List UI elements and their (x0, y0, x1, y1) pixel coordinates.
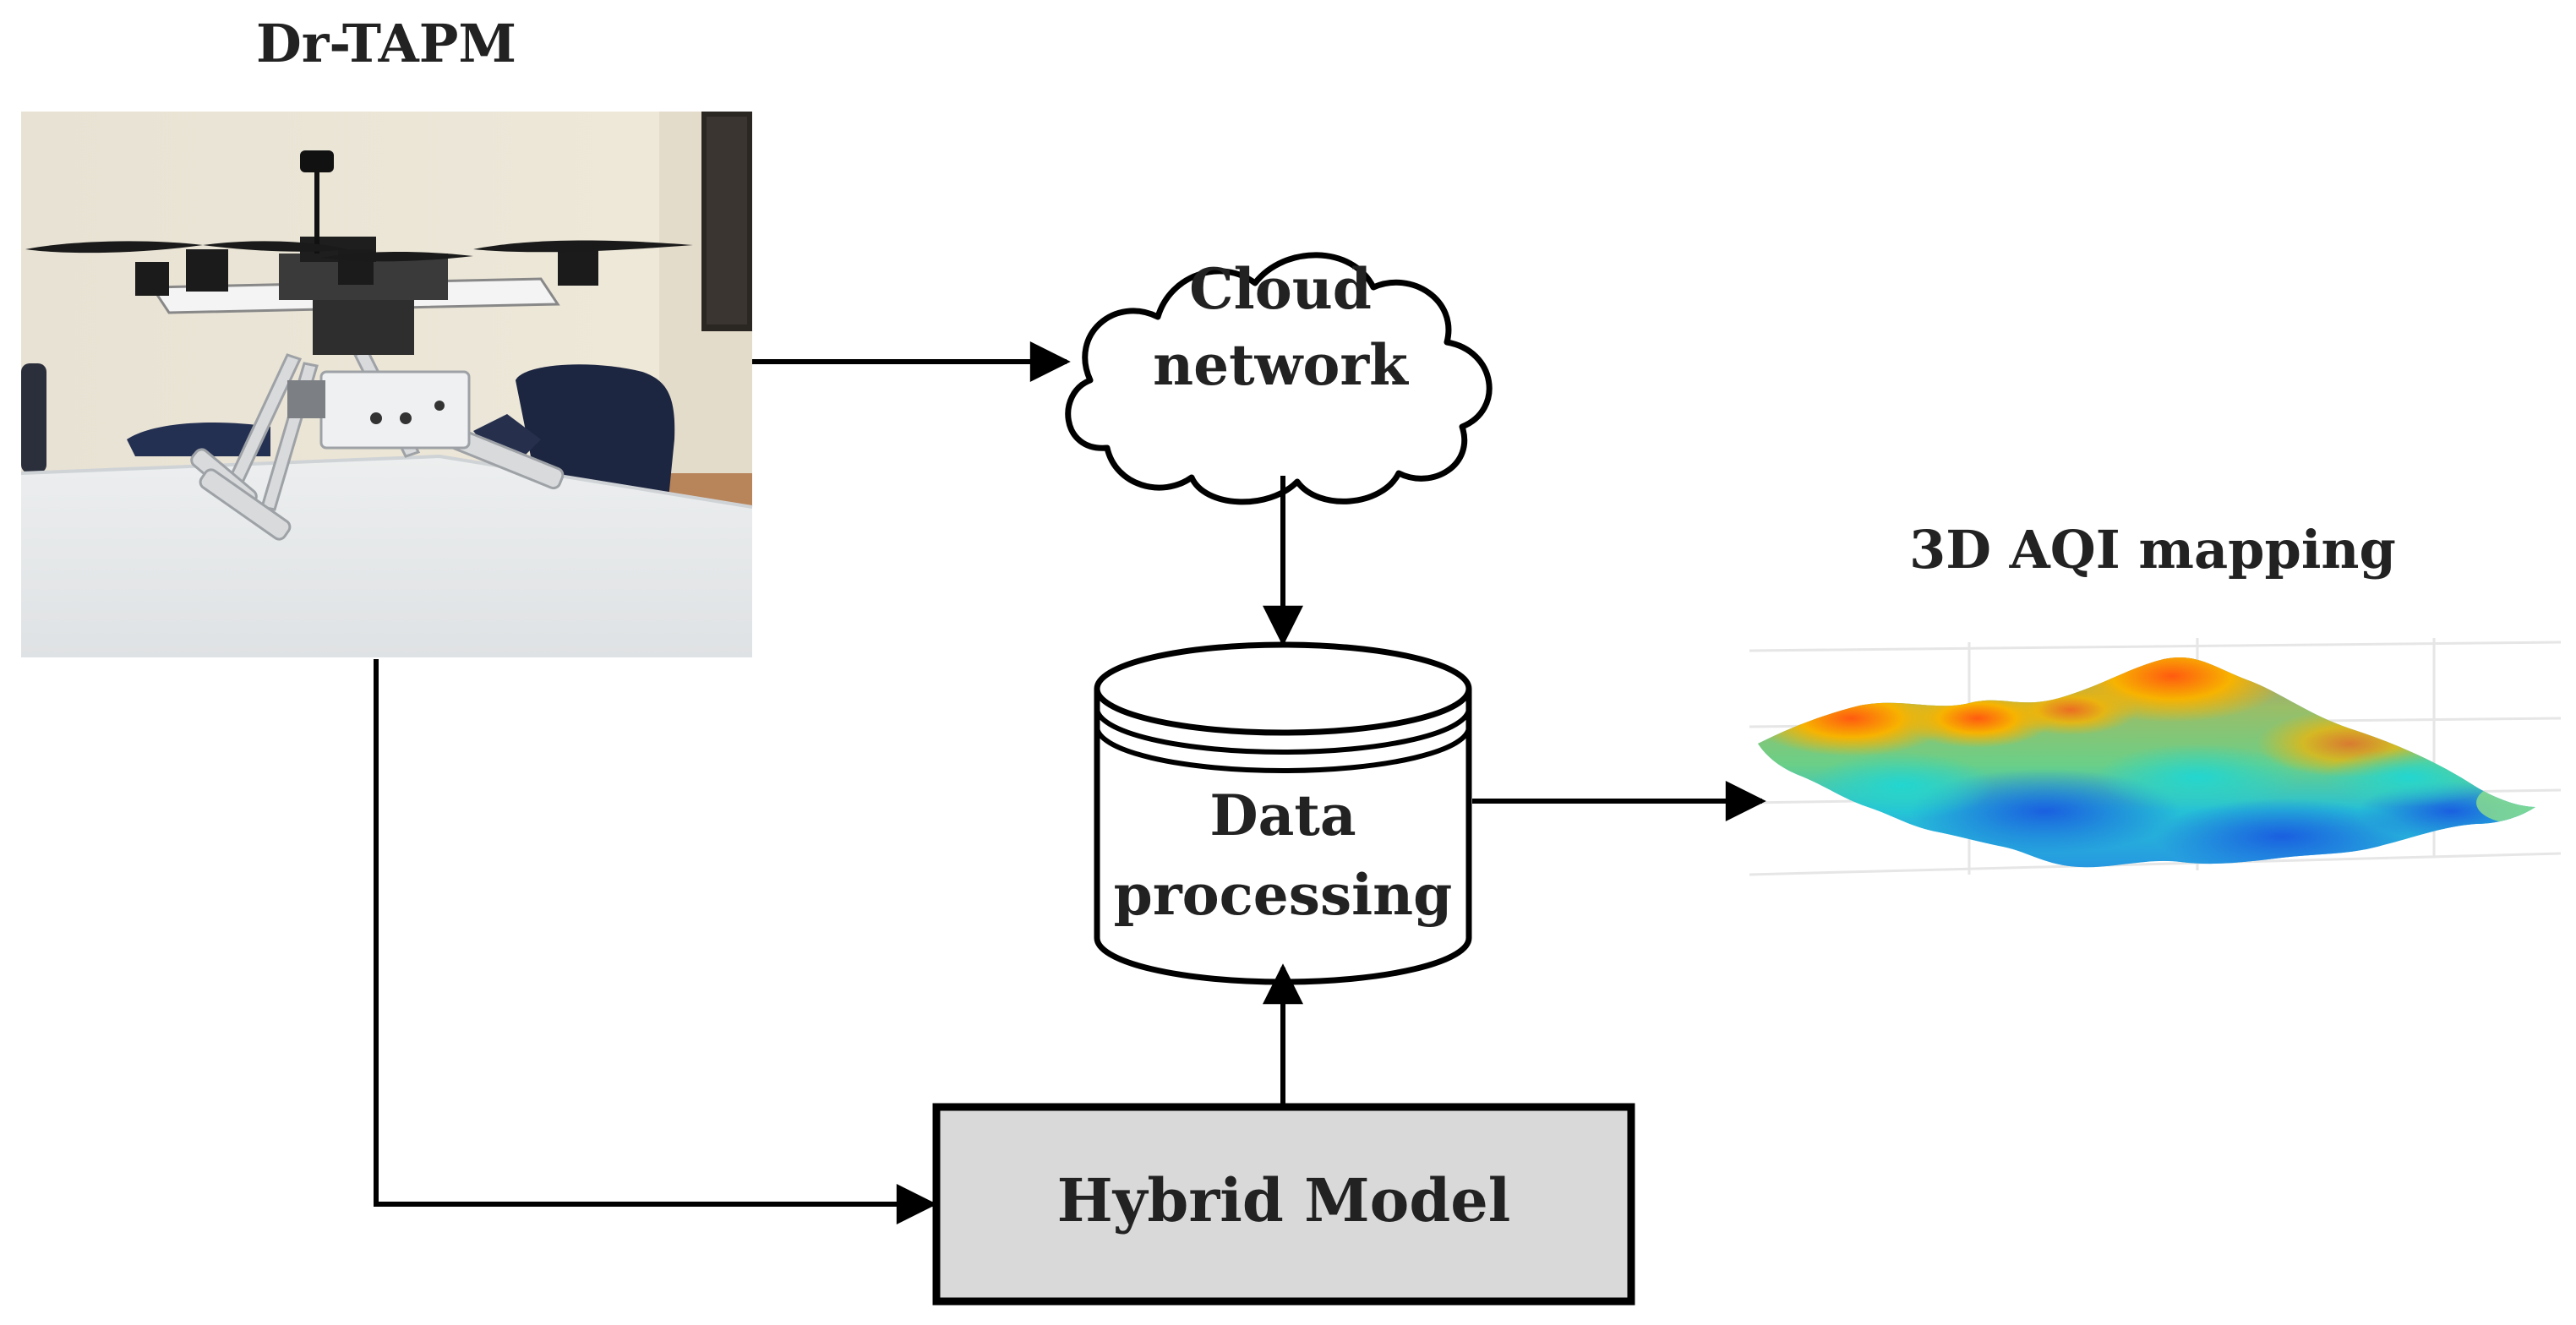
arrow-drone-to-model (374, 659, 937, 1224)
data-processing-node: Data processing (1094, 641, 1472, 985)
cloud-network-node: Cloud network (1065, 252, 1493, 505)
cloud-icon (1065, 252, 1493, 505)
hybrid-model-node: Hybrid Model (932, 1103, 1635, 1306)
hybrid-model-label: Hybrid Model (1057, 1165, 1511, 1235)
mapping-title: 3D AQI mapping (1909, 519, 2396, 581)
aqi-surface-plot (1749, 638, 2562, 876)
cloud-label-line1: Cloud (1189, 256, 1372, 322)
database-label-line1: Data (1209, 782, 1356, 848)
drone-title: Dr-TAPM (256, 13, 516, 74)
drone-photo (20, 112, 753, 657)
database-label-line2: processing (1114, 862, 1453, 928)
connectors (374, 341, 1766, 1224)
cloud-label-line2: network (1153, 332, 1409, 398)
